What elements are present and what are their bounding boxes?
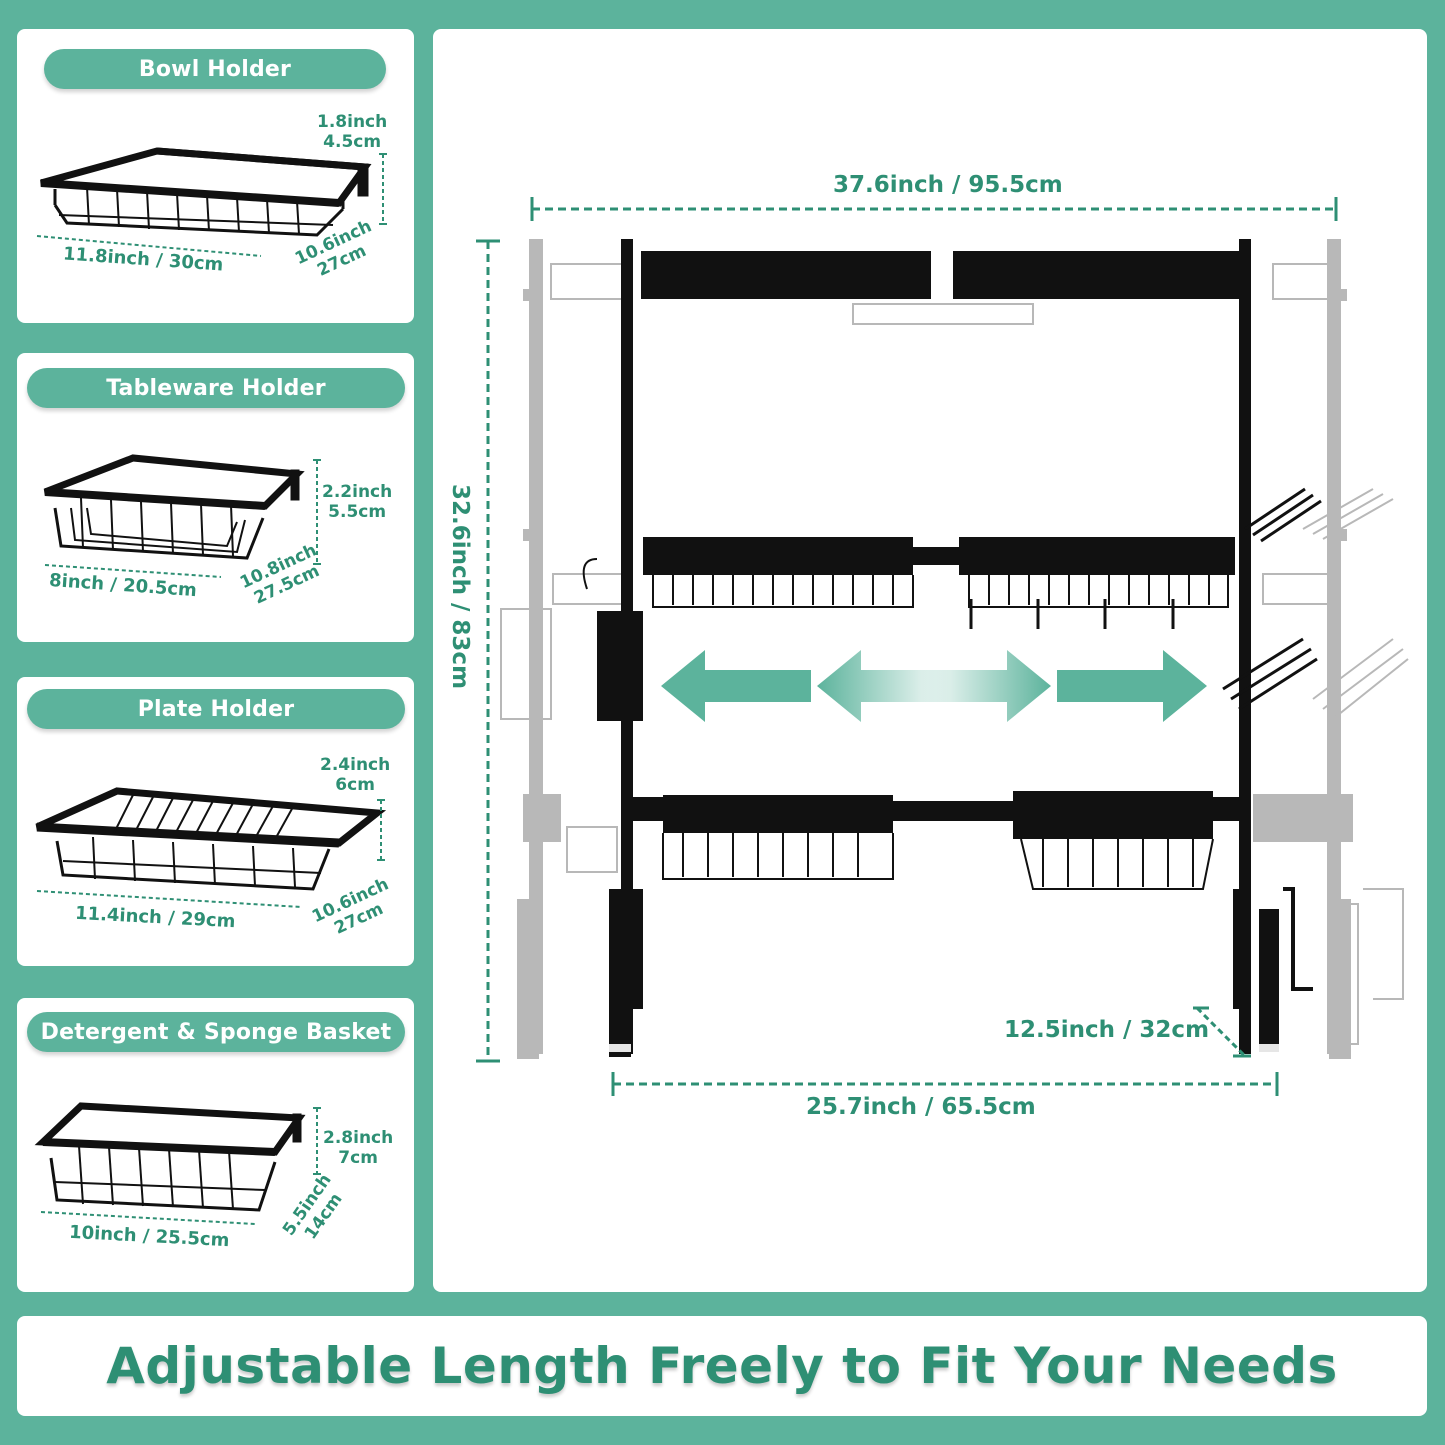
bottom-width-line [611, 1072, 1279, 1096]
top-width-dim: 37.6inch / 95.5cm [833, 172, 1063, 198]
depth-line [1193, 1006, 1251, 1058]
bowl-holder-width-line [36, 235, 262, 257]
bowl-holder-basket-icon [40, 147, 372, 237]
tableware-holder-height-line [313, 459, 321, 565]
footer-headline: Adjustable Length Freely to Fit Your Nee… [106, 1337, 1338, 1395]
plate-holder-basket-icon [35, 787, 387, 891]
rack-illustration-icon [500, 239, 1409, 1059]
height-line [476, 239, 500, 1063]
top-width-line [530, 197, 1338, 221]
detergent-basket-icon [34, 1102, 306, 1212]
tableware-holder-card: Tableware Holder 2.2inch 5.5cm 8inch / 2… [17, 353, 414, 642]
detergent-basket-card: Detergent & Sponge Basket 2.8inch 7cm 10… [17, 998, 414, 1292]
plate-holder-card: Plate Holder 2.4inch 6cm 11.4inch / 29cm… [17, 677, 414, 966]
bottom-width-dim: 25.7inch / 65.5cm [806, 1094, 1036, 1120]
detergent-basket-height-dim: 2.8inch 7cm [323, 1128, 394, 1168]
bowl-holder-height-dim: 1.8inch 4.5cm [317, 112, 388, 152]
main-rack-card: 37.6inch / 95.5cm 32.6inch / 83cm [433, 29, 1427, 1292]
detergent-basket-height-line [313, 1107, 321, 1175]
detergent-basket-title: Detergent & Sponge Basket [27, 1012, 405, 1052]
plate-holder-height-dim: 2.4inch 6cm [320, 755, 391, 795]
tableware-holder-title: Tableware Holder [27, 368, 405, 408]
bowl-holder-height-line [379, 153, 387, 225]
plate-holder-title: Plate Holder [27, 689, 405, 729]
tableware-holder-width-line [44, 564, 222, 578]
detergent-basket-width-line [40, 1211, 256, 1225]
expand-arrows-icon [661, 650, 1207, 722]
plate-holder-height-line [377, 799, 385, 861]
bowl-holder-card: Bowl Holder 1.8inch 4.5cm 11.8inch / 30c… [17, 29, 414, 323]
depth-dim: 12.5inch / 32cm [1004, 1017, 1210, 1043]
footer-banner: Adjustable Length Freely to Fit Your Nee… [17, 1316, 1427, 1416]
tableware-holder-height-dim: 2.2inch 5.5cm [322, 482, 393, 522]
height-dim: 32.6inch / 83cm [447, 484, 473, 690]
plate-holder-width-line [36, 890, 302, 908]
bowl-holder-title: Bowl Holder [44, 49, 386, 89]
tableware-holder-basket-icon [43, 454, 305, 560]
